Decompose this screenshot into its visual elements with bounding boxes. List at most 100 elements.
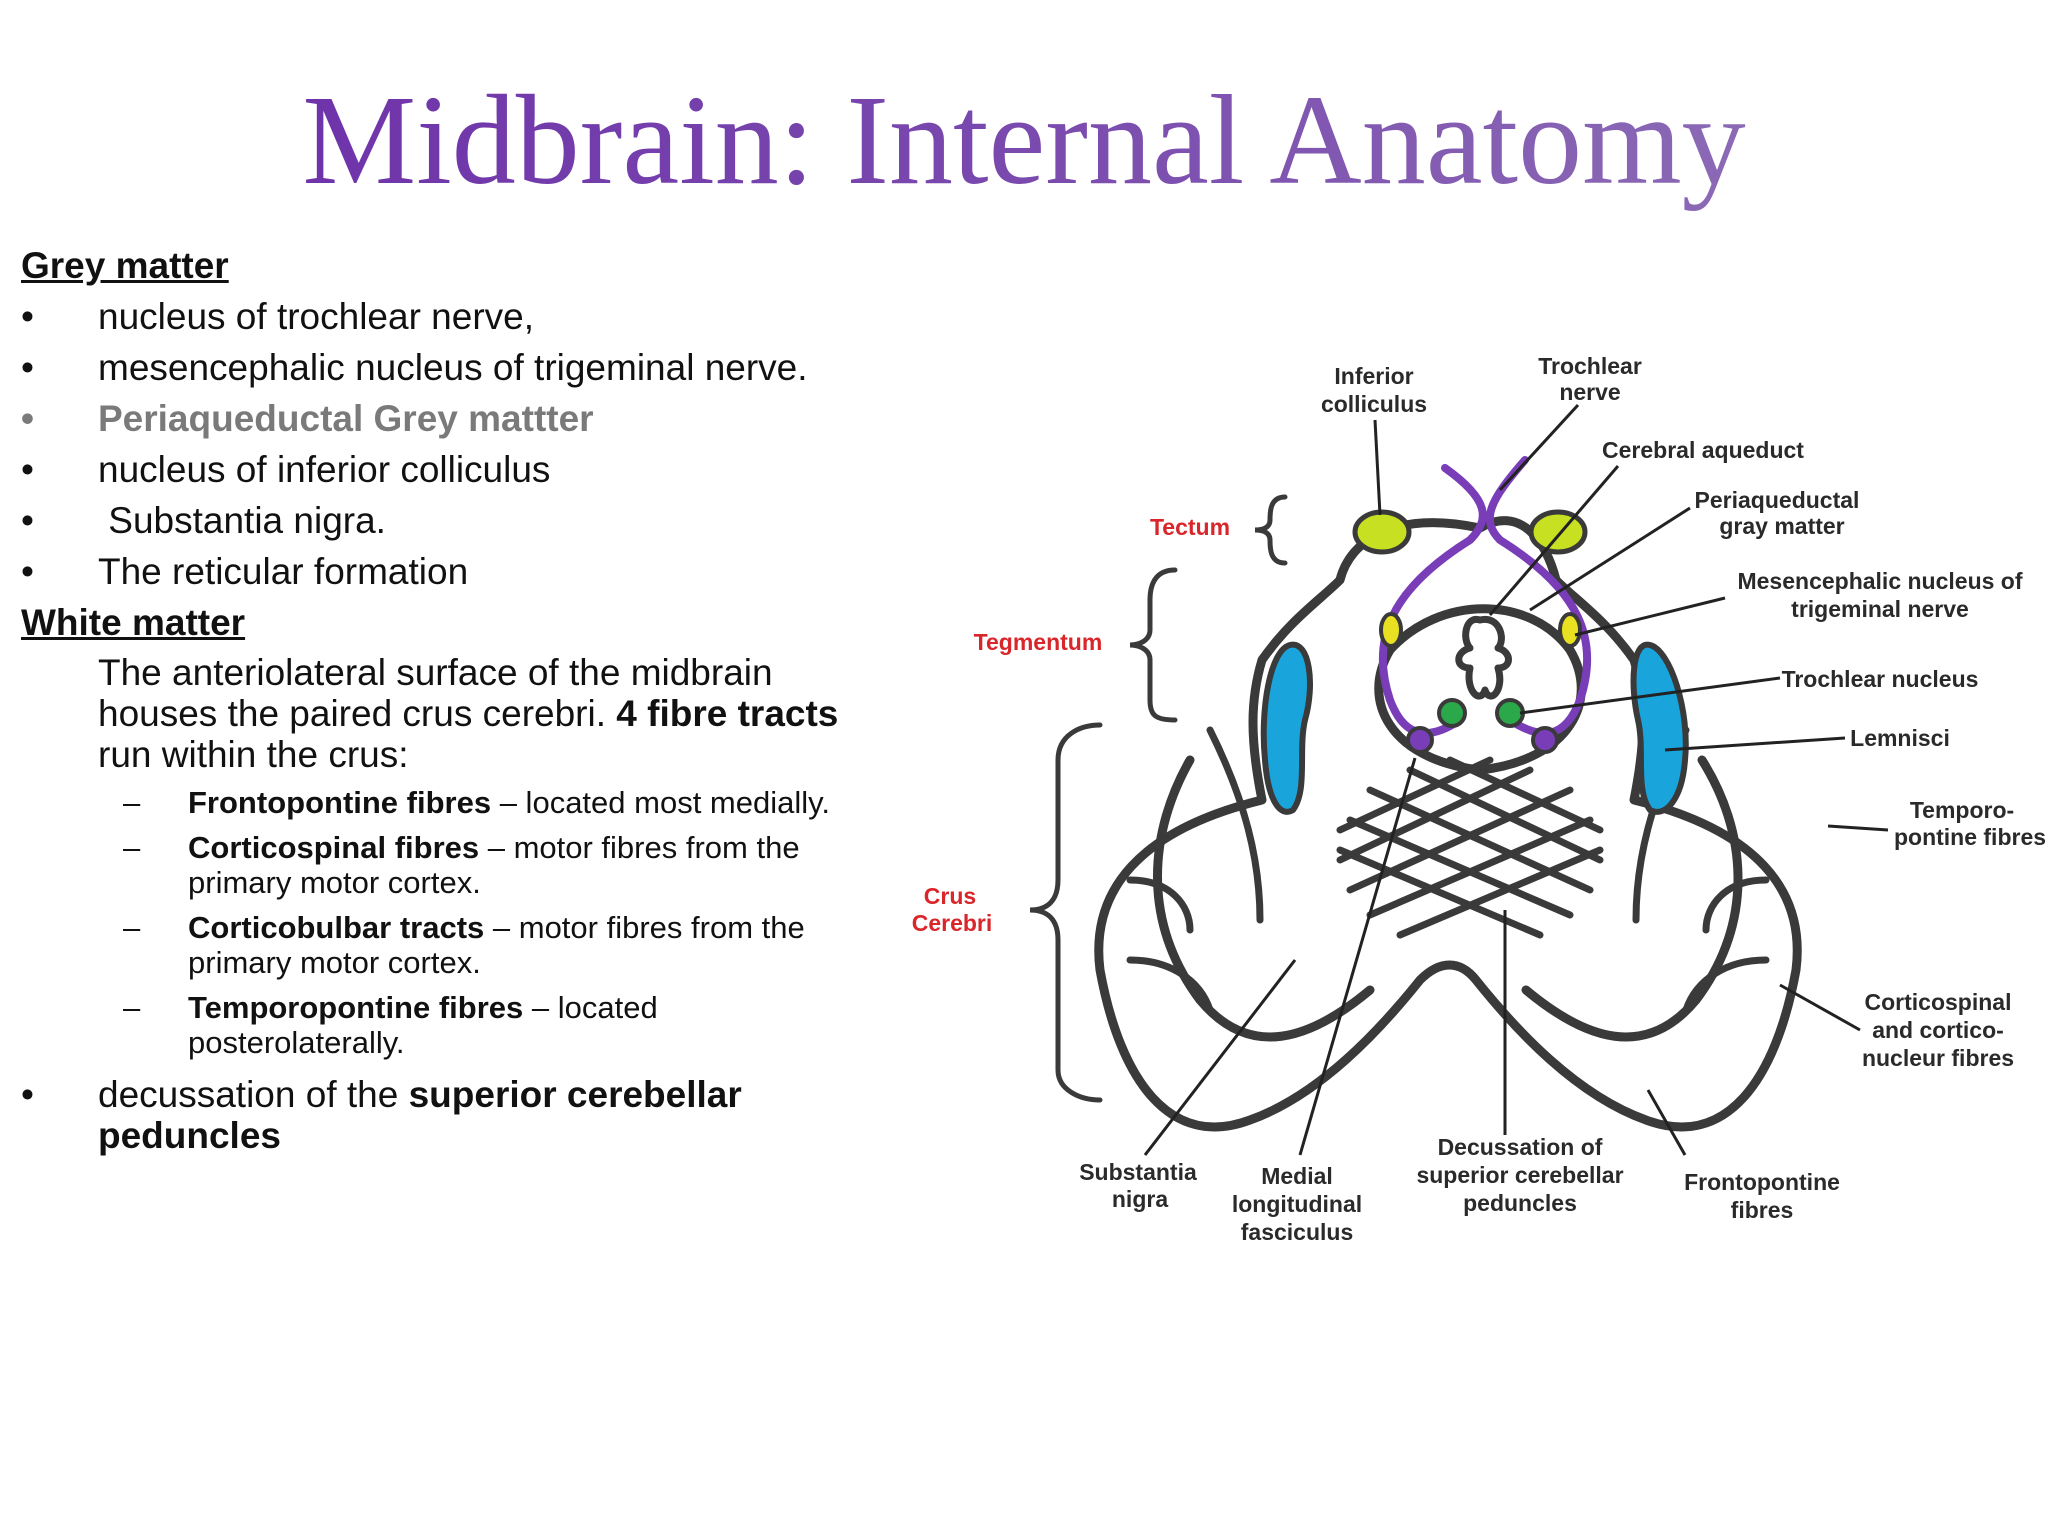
label-line: peduncles bbox=[1463, 1190, 1577, 1216]
white-matter-paragraph: The anteriolateral surface of the midbra… bbox=[21, 652, 881, 775]
dash-glyph: – bbox=[123, 910, 141, 945]
list-item-text: mesencephalic nucleus of trigeminal nerv… bbox=[98, 347, 808, 388]
label-line: Temporo- bbox=[1910, 797, 2014, 823]
list-item: • Substantia nigra. bbox=[21, 495, 881, 546]
label-line: Tectum bbox=[1150, 514, 1230, 540]
white-matter-heading: White matter bbox=[21, 602, 246, 643]
paragraph-text: The anteriolateral surface of the midbra… bbox=[98, 652, 773, 734]
trochlear-nucleus-right bbox=[1495, 698, 1525, 728]
label-line: Cerebral aqueduct bbox=[1602, 437, 1804, 463]
lemnisci-label: Lemnisci bbox=[1850, 725, 1950, 751]
label-line: Corticospinal bbox=[1865, 989, 2012, 1015]
list-item-text: nucleus of trochlear nerve, bbox=[98, 296, 535, 337]
list-item: •decussation of the superior cerebellar … bbox=[21, 1074, 881, 1156]
list-item: • mesencephalic nucleus of trigeminal ner… bbox=[21, 342, 881, 393]
label-line: and cortico- bbox=[1872, 1017, 2004, 1043]
list-item-text: The reticular formation bbox=[98, 551, 469, 592]
bullet-glyph: • bbox=[21, 347, 34, 388]
label-line: Cerebri bbox=[912, 910, 993, 936]
list-item: • The reticular formation bbox=[21, 546, 881, 597]
list-item-text: Periaqueductal Grey mattter bbox=[98, 398, 594, 439]
fibre-line-left-bottom bbox=[1126, 956, 1214, 1014]
tract-desc: – located posterolaterally. bbox=[188, 990, 658, 1060]
grey-matter-heading: Grey matter bbox=[21, 245, 229, 286]
label-line: nigra bbox=[1112, 1186, 1168, 1212]
bullet-glyph: • bbox=[21, 398, 34, 439]
inferior-colliculus-left bbox=[1352, 509, 1412, 555]
cerebral-aqueduct-label: Cerebral aqueduct bbox=[1602, 437, 1804, 463]
tectum-brace bbox=[1254, 494, 1288, 566]
label-line: Frontopontine bbox=[1684, 1169, 1840, 1195]
bullet-glyph: • bbox=[21, 1074, 34, 1115]
crus-outline-left bbox=[1153, 755, 1375, 1042]
bullet-glyph: • bbox=[21, 296, 34, 337]
list-item: • Periaqueductal Grey mattter bbox=[21, 393, 881, 444]
tract-desc: – located most medially. bbox=[491, 785, 830, 820]
trochlear-nucleus-label: Trochlear nucleus bbox=[1782, 666, 1979, 692]
tract-name: Temporopontine fibres bbox=[188, 990, 524, 1025]
label-line: Tegmentum bbox=[974, 629, 1103, 655]
text-panel: Grey matter • nucleus of trochlear nerve,… bbox=[21, 240, 881, 1156]
label-line: fibres bbox=[1731, 1197, 1794, 1223]
label-line: Mesencephalic nucleus of bbox=[1737, 568, 2022, 594]
label-line: Substantia bbox=[1079, 1159, 1197, 1185]
dash-glyph: – bbox=[123, 990, 141, 1025]
bullet-glyph: • bbox=[21, 551, 34, 592]
tectum-label: Tectum bbox=[1150, 514, 1230, 540]
cerebral-aqueduct bbox=[1455, 615, 1512, 700]
fibre-line-left-lower bbox=[1126, 876, 1194, 934]
decussation-crosshatch bbox=[1336, 756, 1604, 939]
list-item: • nucleus of trochlear nerve, bbox=[21, 291, 881, 342]
label-line: Crus bbox=[924, 883, 976, 909]
fibre-line-left bbox=[1206, 726, 1264, 924]
mesencephalic-nucleus-right bbox=[1558, 612, 1582, 648]
label-line: Medial bbox=[1261, 1163, 1333, 1189]
label-line: nerve bbox=[1559, 379, 1620, 405]
inferior-colliculus-right bbox=[1528, 509, 1588, 555]
trochlear-nucleus-left bbox=[1437, 698, 1467, 728]
label-line: fasciculus bbox=[1241, 1219, 1354, 1245]
tract-item: – Temporopontine fibres – located postero… bbox=[21, 990, 881, 1060]
list-item-text: decussation of the bbox=[98, 1074, 409, 1115]
label-line: Trochlear bbox=[1538, 353, 1642, 379]
tract-item: – Corticospinal fibres – motor fibres fro… bbox=[21, 830, 881, 900]
label-line: gray matter bbox=[1719, 513, 1844, 539]
label-line: Lemnisci bbox=[1850, 725, 1950, 751]
label-line: Trochlear nucleus bbox=[1782, 666, 1979, 692]
temporopontine-label: Temporo-pontine fibres bbox=[1894, 797, 2046, 850]
tract-desc: – motor fibres from the primary motor co… bbox=[188, 830, 800, 900]
mlf-dot-left bbox=[1406, 726, 1434, 754]
fibre-line-right-bottom bbox=[1682, 956, 1770, 1014]
lemniscus-right bbox=[1630, 641, 1689, 815]
label-line: Decussation of bbox=[1438, 1134, 1603, 1160]
bullet-glyph: • bbox=[21, 449, 34, 490]
dash-glyph: – bbox=[123, 830, 141, 865]
label-line: colliculus bbox=[1321, 391, 1427, 417]
tegmentum-brace bbox=[1129, 567, 1178, 723]
label-line: trigeminal nerve bbox=[1791, 596, 1969, 622]
label-line: pontine fibres bbox=[1894, 824, 2046, 850]
tract-name: Corticobulbar tracts bbox=[188, 910, 485, 945]
tract-item: – Corticobulbar tracts – motor fibres fro… bbox=[21, 910, 881, 980]
crus-cerebri-brace bbox=[1029, 722, 1103, 1103]
paragraph-text: run within the crus: bbox=[98, 734, 409, 775]
list-item: •nucleus of inferior colliculus bbox=[21, 444, 881, 495]
tract-desc: – motor fibres from the primary motor co… bbox=[188, 910, 805, 980]
list-item-text: Substantia nigra. bbox=[98, 500, 386, 541]
mlf-dot-right bbox=[1531, 726, 1559, 754]
mesencephalic-nucleus-left bbox=[1379, 612, 1403, 648]
bullet-glyph: • bbox=[21, 500, 34, 541]
tract-name: Corticospinal fibres bbox=[188, 830, 480, 865]
paragraph-bold: 4 fibre tracts bbox=[616, 693, 839, 734]
label-line: Periaqueductal bbox=[1695, 487, 1860, 513]
